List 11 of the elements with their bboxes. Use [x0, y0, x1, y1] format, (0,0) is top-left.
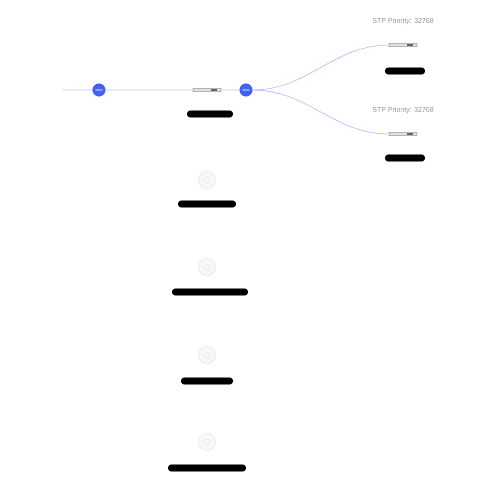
- connector-line: [252, 90, 390, 134]
- access-point-icon: [198, 346, 216, 364]
- switch-icon: [192, 88, 222, 92]
- connector-line: [252, 44, 390, 90]
- switch-icon: [388, 43, 418, 47]
- collapse-button: [240, 84, 252, 96]
- switch-icon: [388, 132, 418, 136]
- access-point-icon: [198, 258, 216, 276]
- access-point-icon: [198, 433, 216, 451]
- access-point-icon: [198, 171, 216, 189]
- collapse-button: [92, 84, 106, 96]
